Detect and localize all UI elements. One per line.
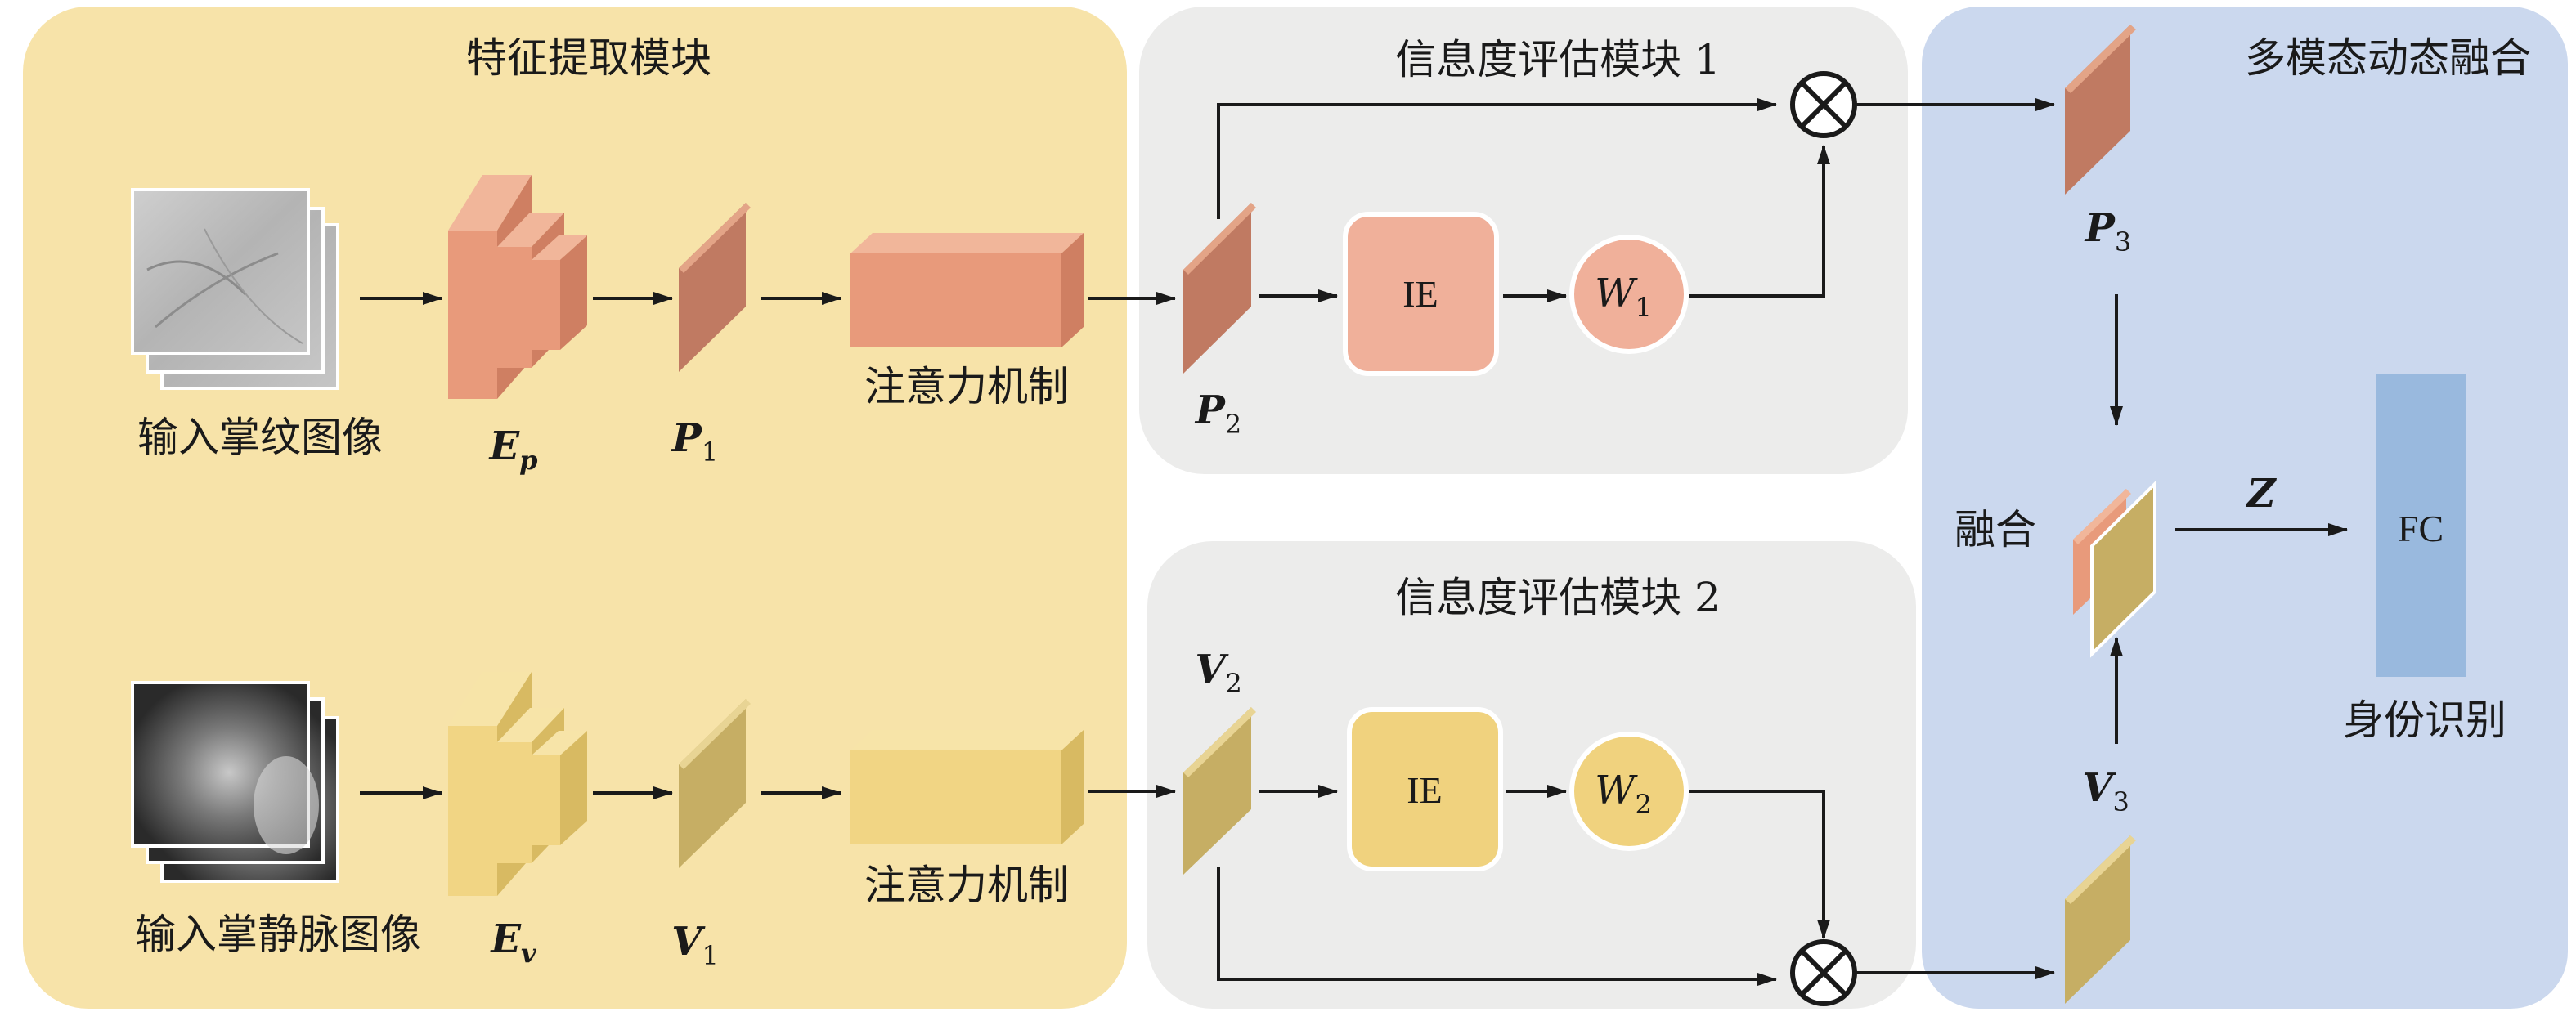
info-eval-1-title: 信息度评估模块 1 (1395, 36, 1721, 83)
p1-feature-map (679, 203, 746, 372)
p3-feature-map (2065, 25, 2130, 195)
v1-feature-map (679, 699, 746, 868)
fc-label: FC (2398, 508, 2444, 549)
w1-circle (1569, 235, 1689, 354)
ie-box-top (1343, 212, 1499, 376)
w2-label: W2 (1595, 768, 1652, 820)
p3-label: P3 (2084, 205, 2131, 257)
ev-encoder-icon (448, 672, 587, 896)
ep-encoder-icon (448, 175, 587, 399)
v3-label: V3 (2082, 765, 2129, 817)
palmprint-image-stack (131, 188, 339, 390)
arrow-w2-to-multiply-bottom (1689, 790, 1830, 939)
p2-feature-edge (1183, 203, 1256, 275)
ie-box-bottom (1347, 707, 1503, 871)
v3-feature-edge (2065, 835, 2136, 904)
p2-label: P2 (1194, 387, 1241, 440)
v2-feature-edge (1183, 707, 1256, 777)
palmvein-input-label: 输入掌静脉图像 (135, 911, 421, 958)
v2-label: V2 (1195, 647, 1242, 699)
feature-extraction-title: 特征提取模块 (466, 34, 711, 82)
info-eval-panel-1 (1139, 7, 1908, 474)
p3-feature-edge (2065, 25, 2136, 93)
fc-box (2376, 374, 2466, 677)
info-eval-panel-2 (1147, 541, 1916, 1009)
v2-feature-map (1183, 707, 1251, 875)
p1-feature-edge (679, 203, 751, 273)
arrow-v2-to-multiply-bottom (1217, 867, 1777, 986)
multiply-icon-top (1790, 71, 1857, 138)
v3-feature-map (2065, 835, 2130, 1004)
attention-label-bottom: 注意力机制 (864, 862, 1069, 909)
fused-feature-maps (2073, 480, 2156, 658)
ev-label: Ev (489, 916, 536, 969)
ie-label-bottom: IE (1407, 769, 1442, 811)
p2-feature-map (1183, 203, 1251, 374)
v1-label: V1 (671, 919, 719, 971)
arrow-p2-to-multiply-top (1217, 98, 1777, 219)
attention-label-top: 注意力机制 (864, 363, 1069, 410)
arrow-w1-to-multiply-top (1689, 145, 1830, 298)
attention-block-bottom (850, 730, 1084, 844)
palmvein-image-stack (131, 681, 339, 883)
v1-feature-edge (679, 699, 751, 769)
p1-label: P1 (671, 415, 718, 468)
attention-block-top (850, 233, 1084, 347)
w2-circle (1569, 732, 1689, 851)
palmprint-input-label: 输入掌纹图像 (137, 414, 383, 461)
ep-label: Ep (488, 423, 538, 476)
fusion-module-title: 多模态动态融合 (2245, 34, 2531, 82)
info-eval-2-title: 信息度评估模块 2 (1395, 574, 1721, 621)
w1-label: W1 (1595, 271, 1652, 323)
fusion-panel (1922, 7, 2568, 1009)
multiply-icon-bottom (1790, 939, 1857, 1006)
ie-label-top: IE (1402, 273, 1438, 315)
z-label: Z (2245, 471, 2277, 517)
fusion-label: 融合 (1954, 506, 2036, 553)
identity-label: 身份识别 (2343, 696, 2506, 744)
